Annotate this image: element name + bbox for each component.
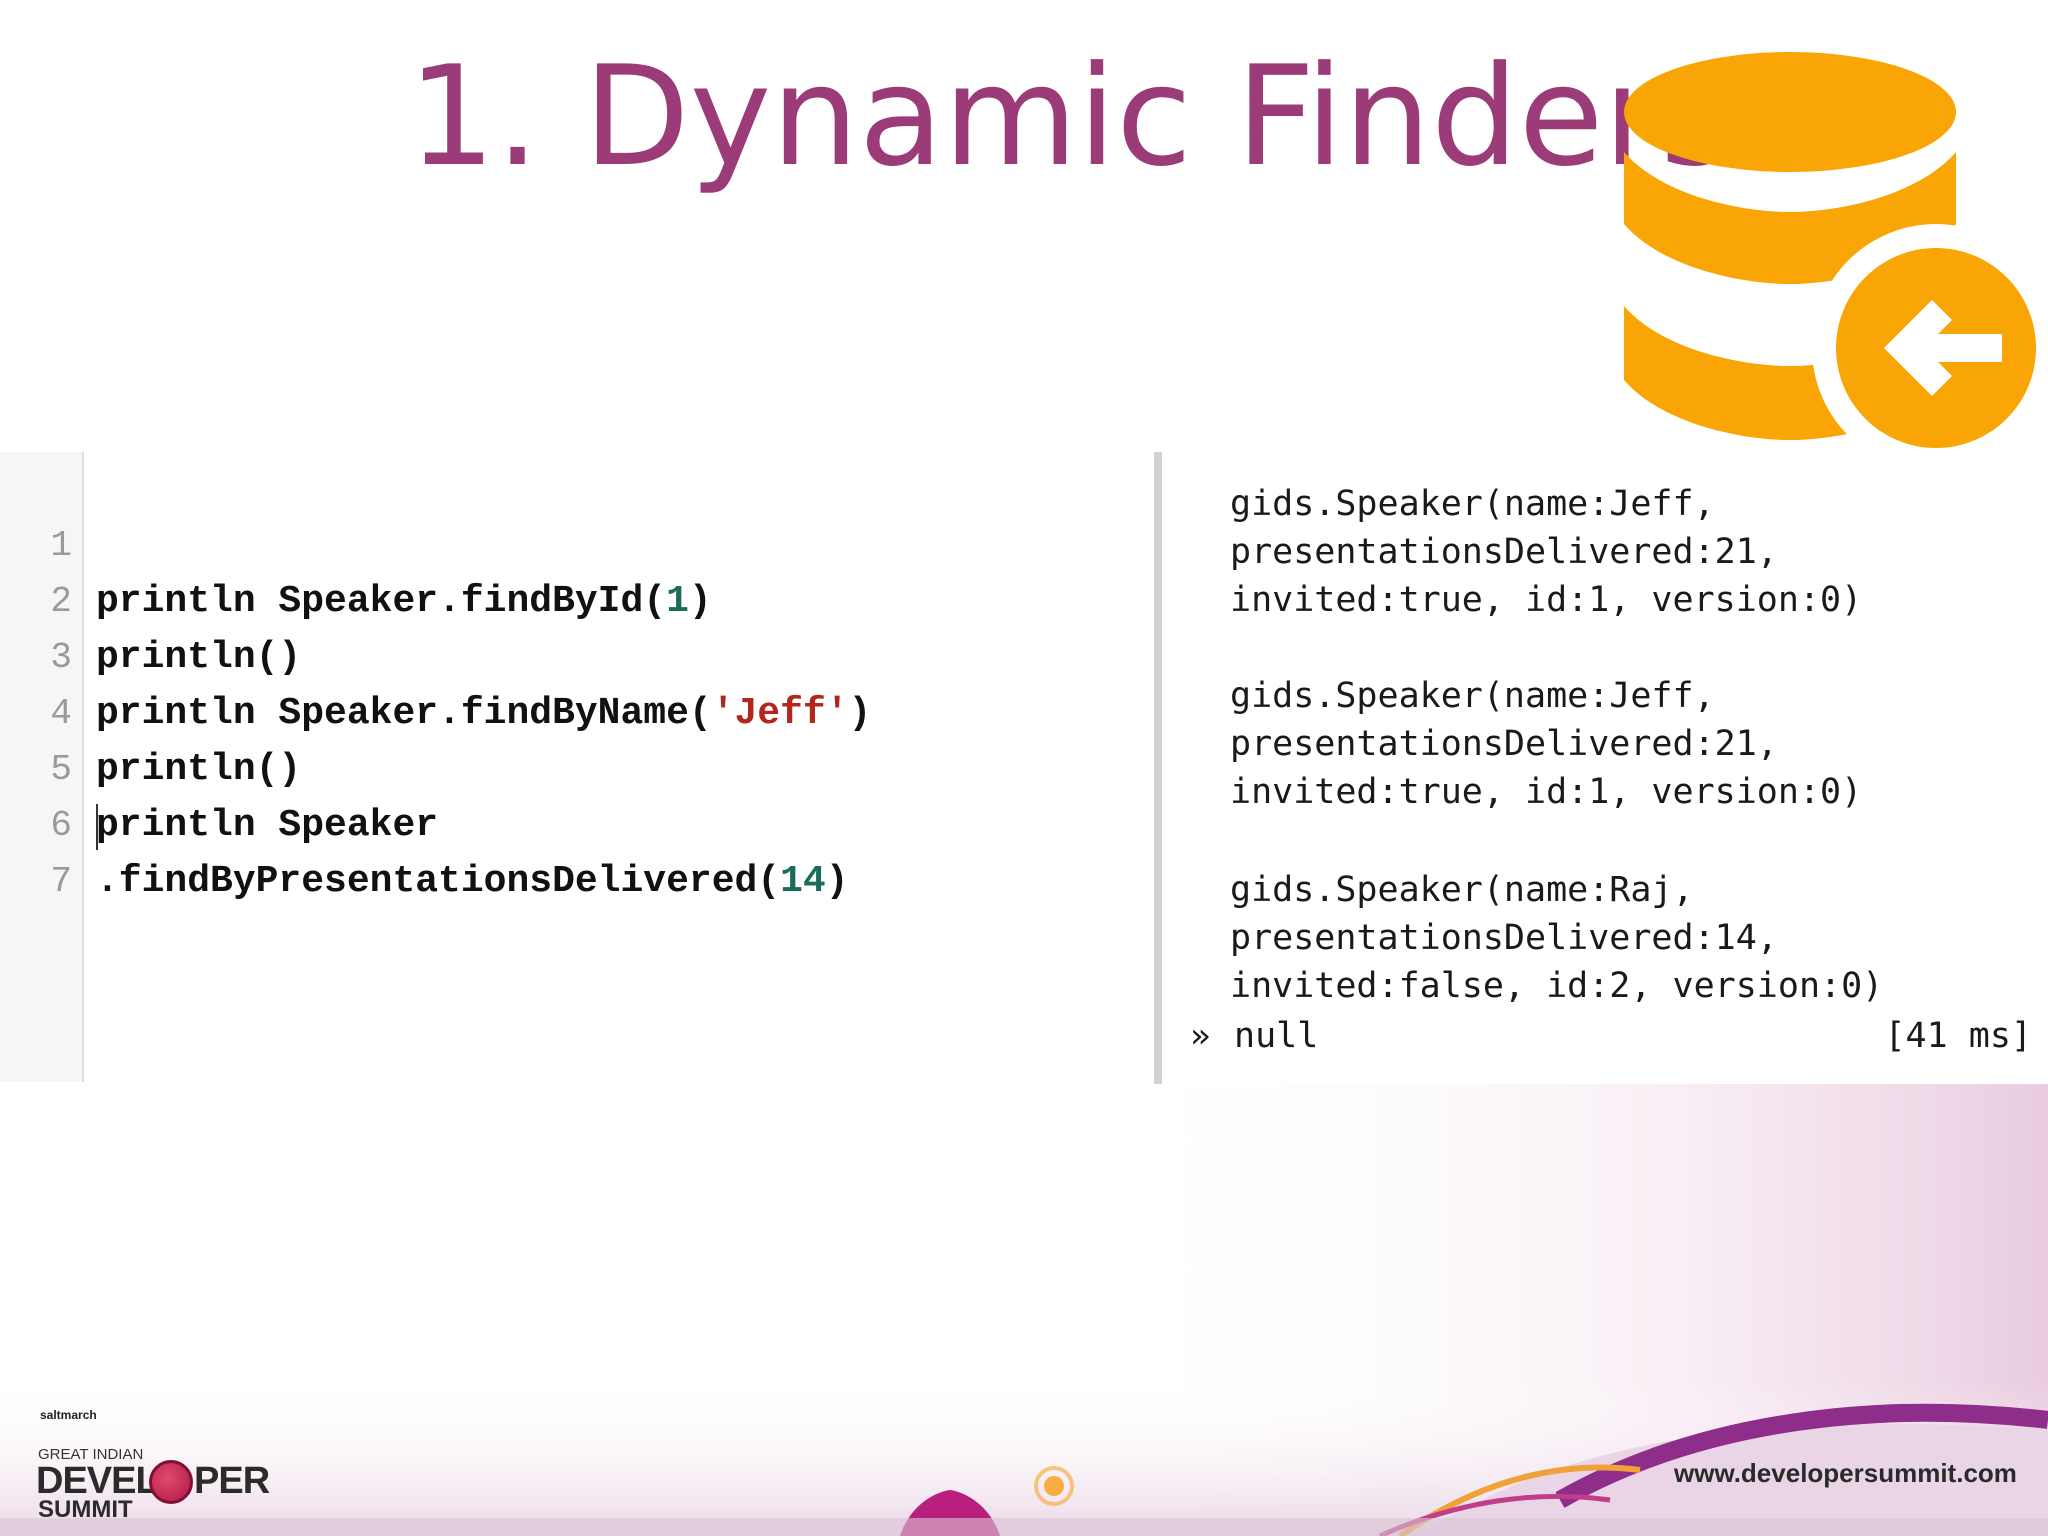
line-number: 7 [50,861,72,902]
code-text: println Speaker.findByName('Jeff') [96,692,872,735]
logo-sponsor-text: saltmarch [40,1408,97,1422]
code-editor[interactable]: 1 println Speaker.findById(1) 2 println(… [0,452,1154,1082]
line-number: 5 [50,749,72,790]
output-line: invited:false, id:2, version:0) [1230,966,1884,1006]
database-arrow-icon [1624,52,2040,454]
code-text: .findByPresentationsDelivered(14) [96,860,849,903]
result-prompt-icon: » [1190,1016,1211,1056]
line-number-gutter [0,452,84,1082]
line-number: 1 [50,525,72,566]
code-text: println() [96,636,302,679]
result-value: null [1234,1016,1319,1056]
line-number: 3 [50,637,72,678]
output-line: presentationsDelivered:21, [1230,532,1778,572]
output-line: presentationsDelivered:14, [1230,918,1778,958]
output-line: gids.Speaker(name:Raj, [1230,870,1694,910]
line-number: 6 [50,805,72,846]
slide-title: 1. Dynamic Finders [407,36,1733,197]
code-text: println Speaker.findById(1) [96,580,712,623]
code-line[interactable]: 2 println() [0,518,1154,679]
execution-time: [41 ms] [1884,1016,2032,1056]
code-line[interactable]: 6 .findByPresentationsDelivered(14) [0,742,1154,903]
output-console: gids.Speaker(name:Jeff, presentationsDel… [1162,452,2048,1082]
output-line: invited:true, id:1, version:0) [1230,580,1863,620]
code-text: println() [96,748,302,791]
code-line[interactable]: 4 println() [0,630,1154,791]
code-line[interactable]: 7 [0,798,1154,902]
pane-splitter[interactable] [1154,452,1162,1084]
text-cursor [96,804,98,850]
code-line[interactable]: 1 println Speaker.findById(1) [0,462,1154,623]
output-line: gids.Speaker(name:Jeff, [1230,484,1715,524]
line-number: 4 [50,693,72,734]
line-number: 2 [50,581,72,622]
logo-summit-text: SUMMIT [38,1496,133,1523]
event-logo: saltmarch GREAT INDIAN DEVEL PER SUMMIT [36,1408,276,1523]
output-line: presentationsDelivered:21, [1230,724,1778,764]
code-line[interactable]: 3 println Speaker.findByName('Jeff') [0,574,1154,735]
output-line: invited:true, id:1, version:0) [1230,772,1863,812]
code-line[interactable]: 5 println Speaker [0,686,1154,847]
logo-tagline: GREAT INDIAN [38,1446,144,1463]
logo-per-text: PER [194,1460,270,1502]
website-url: www.developersummit.com [1674,1458,2017,1488]
code-text: println Speaker [96,804,439,847]
globe-icon [149,1460,193,1504]
output-line: gids.Speaker(name:Jeff, [1230,676,1715,716]
logo-devel-text: DEVEL [36,1460,159,1502]
